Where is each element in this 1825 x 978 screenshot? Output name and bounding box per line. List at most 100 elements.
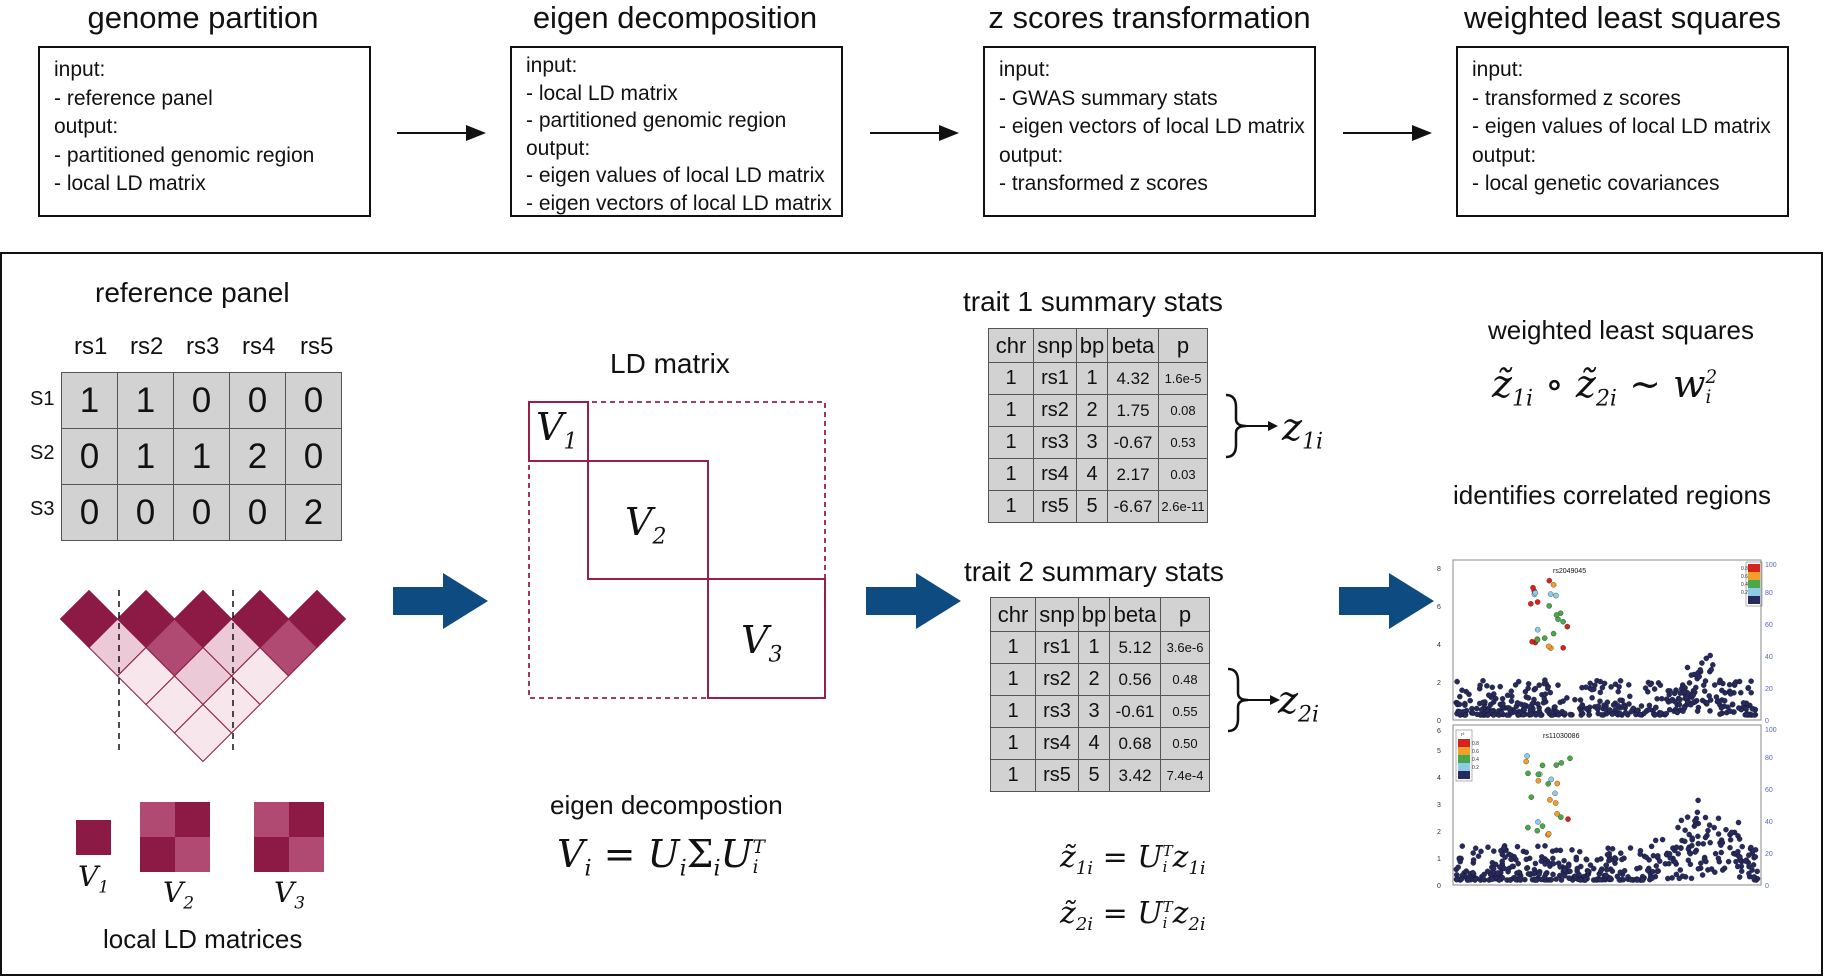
snp-point [1711, 824, 1717, 831]
snp-point [1536, 871, 1542, 877]
snp-point [1707, 839, 1713, 846]
snp-point [1577, 697, 1584, 703]
table-cell: 1 [117, 428, 174, 485]
snp-point [1480, 699, 1486, 706]
snp-point [1619, 856, 1625, 863]
table-cell: 2 [1076, 394, 1108, 427]
plot-top-legend: 0.8 0.6 0.4 0.2 [1741, 561, 1763, 607]
snp-point [1562, 867, 1568, 873]
snp-point [1603, 872, 1609, 879]
snp-point [1628, 708, 1634, 715]
snp-point [1703, 655, 1710, 662]
local-ld-cell [175, 802, 210, 837]
snp-point [1695, 833, 1701, 840]
snp-point [1525, 770, 1531, 777]
snp-point [1746, 863, 1752, 870]
table-cell: 4 [1078, 727, 1110, 760]
snp-point [1617, 869, 1624, 875]
snp-point [1555, 860, 1562, 866]
snp-point [1683, 695, 1690, 701]
subscript: i [752, 856, 759, 878]
y-tick: 0 [1437, 883, 1441, 890]
symbol: V [78, 860, 99, 893]
snp-point [1515, 860, 1521, 867]
y-tick: 0 [1437, 718, 1441, 725]
snp-point [1666, 706, 1673, 713]
snp-point [1541, 680, 1547, 687]
ld-triangle-heatmap [60, 590, 347, 763]
snp-point [1550, 582, 1557, 588]
flow-arrow-1 [393, 573, 488, 629]
snp-point [1553, 592, 1559, 599]
snp-point [1648, 843, 1655, 850]
snp-point [1542, 691, 1549, 697]
step-line: output: [1472, 143, 1537, 167]
y-tick: 1 [1437, 856, 1441, 863]
snp-point [1615, 702, 1621, 709]
snp-point [1750, 862, 1757, 868]
snp-point [1462, 702, 1468, 708]
column-header: chr [990, 597, 1036, 632]
snp-point [1606, 857, 1612, 864]
snp-point [1552, 790, 1558, 797]
snp-point [1654, 868, 1661, 875]
step-box-genome-partition: input: - reference panel output: - parti… [38, 46, 371, 217]
step-line: - local genetic covariances [1472, 172, 1720, 195]
subscript: 1 [98, 877, 110, 898]
snp-point [1557, 847, 1564, 854]
step-line: - eigen vectors of local LD matrix [526, 191, 832, 215]
snp-point [1599, 712, 1605, 718]
snp-point [1723, 826, 1729, 833]
snp-point [1459, 843, 1466, 849]
snp-point [1725, 858, 1732, 865]
table-cell: rs1 [1035, 631, 1079, 664]
table-cell: 1 [990, 663, 1036, 696]
ld-diamond-cell [173, 703, 233, 763]
symbol: U [647, 832, 680, 876]
snp-point [1728, 829, 1735, 836]
snp-point [1658, 710, 1664, 716]
snp-point [1703, 858, 1709, 865]
snp-point [1656, 858, 1663, 864]
snp-point [1484, 683, 1490, 689]
table-cell: 2 [285, 484, 342, 541]
trait2-title: trait 2 summary stats [964, 556, 1224, 587]
snp-point [1583, 856, 1590, 863]
subscript: i [584, 856, 592, 882]
snp-point [1718, 705, 1725, 711]
ld-block-v3-label: V3 [741, 618, 782, 668]
table-cell: 0 [61, 484, 118, 541]
snp-point [1491, 848, 1497, 854]
snp-point [1530, 584, 1536, 591]
ld-matrix-outline [528, 401, 826, 699]
table-cell: rs3 [1035, 695, 1079, 728]
snp-point [1539, 854, 1545, 860]
trait2-z-label: z2i [1278, 678, 1319, 728]
table-cell: 4.32 [1107, 362, 1159, 395]
snp-point [1558, 814, 1564, 820]
snp-point [1642, 685, 1649, 691]
snp-point [1561, 873, 1568, 879]
snp-point [1589, 695, 1595, 701]
snp-point [1707, 697, 1714, 703]
snp-point [1637, 847, 1644, 854]
local-ld-block-1 [76, 820, 111, 855]
y-tick: 2 [1437, 680, 1441, 687]
pipeline-arrow-2-shaft [870, 132, 940, 134]
table-cell: 1 [1076, 362, 1108, 395]
snp-point [1566, 875, 1572, 881]
plot-bottom-legend: r² 0.8 0.6 0.4 0.2 [1455, 729, 1479, 782]
y2-tick: 60 [1765, 787, 1773, 794]
snp-point [1489, 684, 1496, 691]
snp-point [1494, 870, 1501, 876]
subscript: i [1705, 386, 1712, 408]
snp-point [1567, 711, 1573, 718]
snp-point [1583, 684, 1589, 690]
local-ld-cell [254, 837, 289, 872]
snp-point [1525, 695, 1532, 701]
snp-point [1498, 709, 1505, 716]
snp-point [1524, 753, 1530, 759]
table-cell: -0.61 [1109, 695, 1161, 728]
